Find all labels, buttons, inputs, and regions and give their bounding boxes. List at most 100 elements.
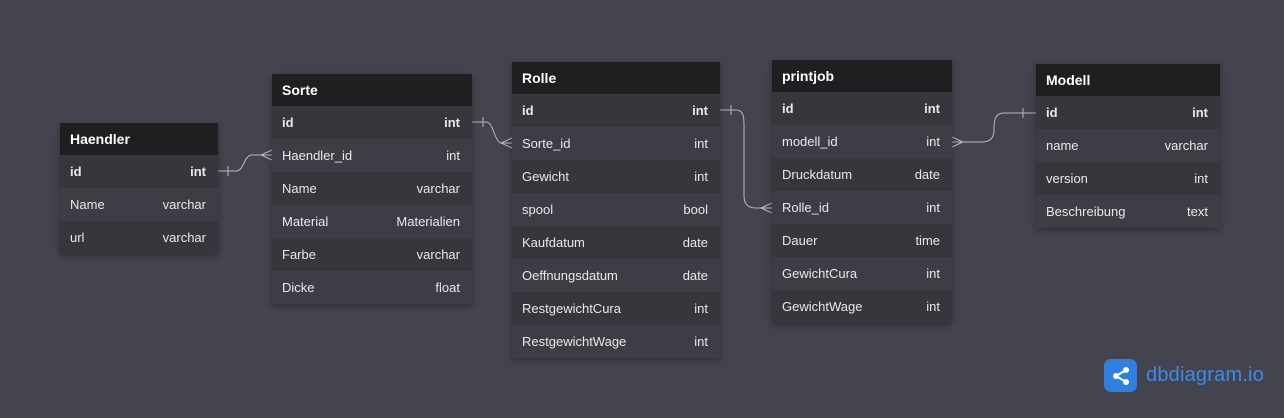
field-type: int bbox=[926, 134, 940, 149]
field-row[interactable]: Rolle_id int bbox=[772, 191, 952, 224]
field-row[interactable]: Haendler_id int bbox=[272, 139, 472, 172]
field-row[interactable]: id int bbox=[272, 106, 472, 139]
field-row[interactable]: GewichtCura int bbox=[772, 257, 952, 290]
field-type: int bbox=[924, 101, 940, 116]
field-name: GewichtCura bbox=[782, 266, 858, 281]
field-type: float bbox=[435, 280, 460, 295]
field-name: name bbox=[1046, 138, 1079, 153]
field-name: RestgewichtWage bbox=[522, 334, 627, 349]
field-name: id bbox=[70, 164, 82, 179]
field-row[interactable]: id int bbox=[1036, 96, 1220, 129]
field-type: int bbox=[444, 115, 460, 130]
field-row[interactable]: Beschreibung text bbox=[1036, 195, 1220, 228]
field-row[interactable]: Material Materialien bbox=[272, 205, 472, 238]
field-type: bool bbox=[683, 202, 708, 217]
field-type: int bbox=[694, 169, 708, 184]
field-type: varchar bbox=[416, 181, 460, 196]
field-name: Rolle_id bbox=[782, 200, 829, 215]
field-type: int bbox=[446, 148, 460, 163]
table-modell[interactable]: Modell id int name varchar version int Besc… bbox=[1036, 64, 1220, 228]
field-row[interactable]: Gewicht int bbox=[512, 160, 720, 193]
field-name: Material bbox=[282, 214, 329, 229]
field-type: date bbox=[682, 235, 708, 250]
relation-rolle-printjob bbox=[720, 109, 772, 209]
many-marker bbox=[759, 202, 773, 214]
field-name: Farbe bbox=[282, 247, 316, 262]
table-header[interactable]: Haendler bbox=[60, 123, 218, 155]
field-name: GewichtWage bbox=[782, 299, 863, 314]
field-name: Name bbox=[70, 197, 105, 212]
field-type: int bbox=[190, 164, 206, 179]
field-row[interactable]: Kaufdatum date bbox=[512, 226, 720, 259]
field-name: id bbox=[282, 115, 294, 130]
field-row[interactable]: RestgewichtWage int bbox=[512, 325, 720, 358]
dbdiagram-logo[interactable]: dbdiagram.io bbox=[1104, 359, 1264, 392]
field-row[interactable]: GewichtWage int bbox=[772, 290, 952, 323]
field-row[interactable]: id int bbox=[60, 155, 218, 188]
field-row[interactable]: Name varchar bbox=[60, 188, 218, 221]
field-name: modell_id bbox=[782, 134, 838, 149]
field-row[interactable]: version int bbox=[1036, 162, 1220, 195]
field-name: version bbox=[1046, 171, 1088, 186]
field-type: int bbox=[926, 200, 940, 215]
field-type: int bbox=[1192, 105, 1208, 120]
field-name: id bbox=[522, 103, 534, 118]
table-header[interactable]: Modell bbox=[1036, 64, 1220, 96]
field-type: Materialien bbox=[396, 214, 460, 229]
relation-sorte-rolle bbox=[472, 121, 512, 144]
field-row[interactable]: Name varchar bbox=[272, 172, 472, 205]
share-nodes-icon bbox=[1104, 359, 1137, 392]
field-name: Dauer bbox=[782, 233, 818, 248]
field-type: int bbox=[694, 301, 708, 316]
field-type: text bbox=[1187, 204, 1208, 219]
field-name: id bbox=[1046, 105, 1058, 120]
field-name: Dicke bbox=[282, 280, 315, 295]
field-type: int bbox=[692, 103, 708, 118]
field-name: Beschreibung bbox=[1046, 204, 1126, 219]
field-type: int bbox=[694, 334, 708, 349]
relation-modell-printjob bbox=[952, 112, 1036, 143]
field-type: int bbox=[926, 266, 940, 281]
field-type: int bbox=[926, 299, 940, 314]
field-row[interactable]: id int bbox=[512, 94, 720, 127]
table-header[interactable]: Sorte bbox=[272, 74, 472, 106]
field-name: Kaufdatum bbox=[522, 235, 585, 250]
field-name: Haendler_id bbox=[282, 148, 353, 163]
field-row[interactable]: Dicke float bbox=[272, 271, 472, 304]
brand-name: dbdiagram.io bbox=[1146, 364, 1265, 386]
many-marker bbox=[499, 137, 513, 149]
field-name: Gewicht bbox=[522, 169, 569, 184]
table-header[interactable]: Rolle bbox=[512, 62, 720, 94]
field-type: varchar bbox=[1164, 138, 1208, 153]
field-type: time bbox=[915, 233, 940, 248]
table-header[interactable]: printjob bbox=[772, 60, 952, 92]
table-fields: id int Haendler_id int Name varchar Materia… bbox=[272, 106, 472, 304]
field-row[interactable]: modell_id int bbox=[772, 125, 952, 158]
field-type: int bbox=[1194, 171, 1208, 186]
field-name: RestgewichtCura bbox=[522, 301, 621, 316]
field-type: date bbox=[914, 167, 940, 182]
field-name: Druckdatum bbox=[782, 167, 853, 182]
field-type: int bbox=[694, 136, 708, 151]
field-row[interactable]: name varchar bbox=[1036, 129, 1220, 162]
field-type: varchar bbox=[162, 197, 206, 212]
many-marker bbox=[259, 149, 273, 161]
table-sorte[interactable]: Sorte id int Haendler_id int Name varchar M… bbox=[272, 74, 472, 304]
field-row[interactable]: Druckdatum date bbox=[772, 158, 952, 191]
field-row[interactable]: Dauer time bbox=[772, 224, 952, 257]
field-row[interactable]: RestgewichtCura int bbox=[512, 292, 720, 325]
field-name: Name bbox=[282, 181, 317, 196]
relation-haendler-sorte bbox=[218, 154, 272, 172]
